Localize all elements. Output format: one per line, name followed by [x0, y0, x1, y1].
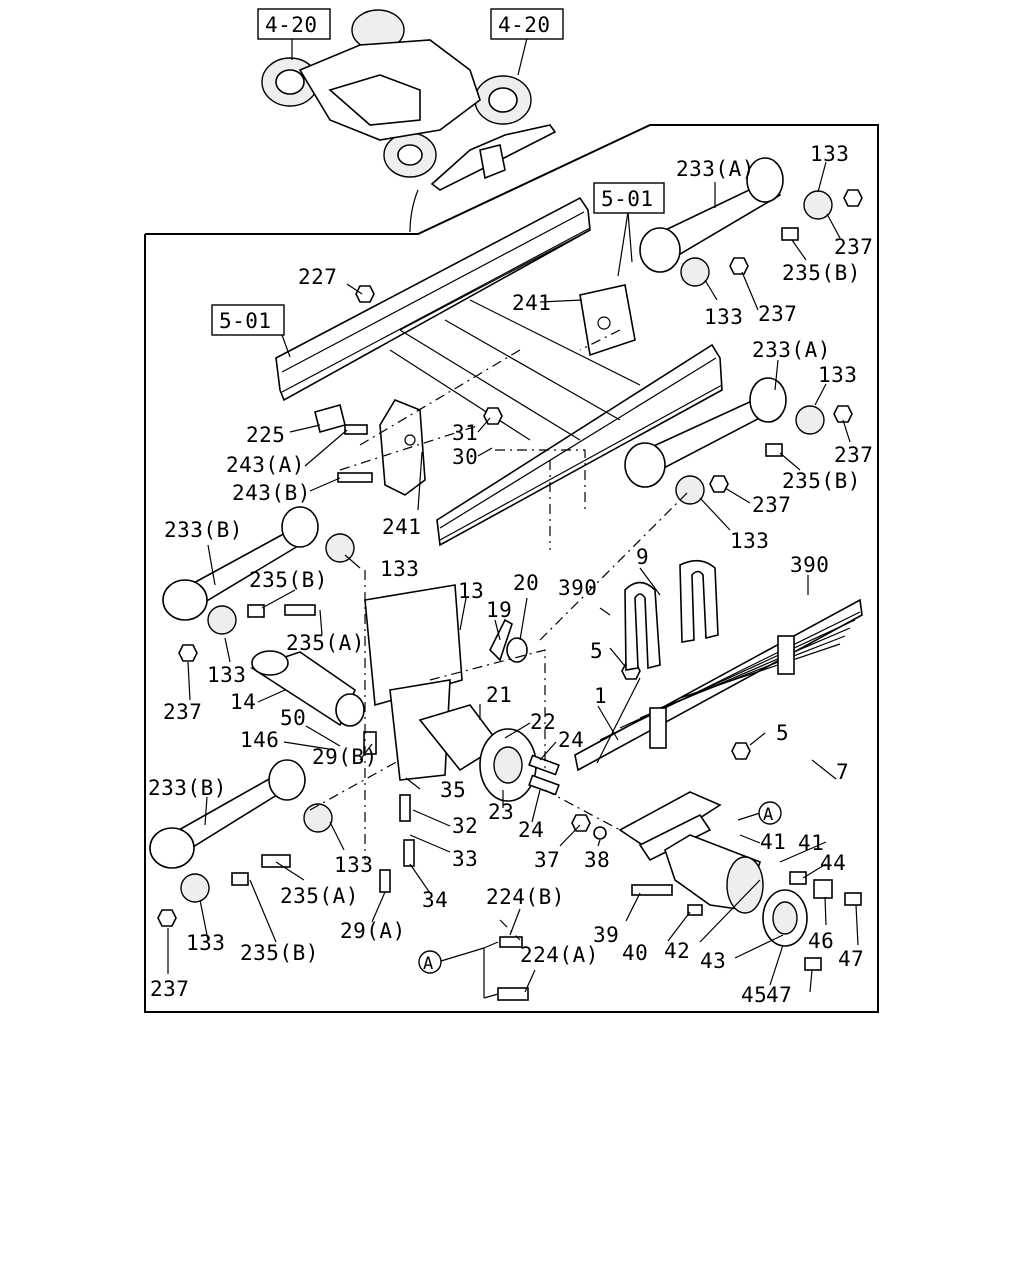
connector-marker-a-main: A	[418, 950, 442, 974]
axle-assembly-overview	[261, 9, 557, 233]
leader-lines	[167, 37, 859, 999]
callout-133: 133	[334, 853, 373, 877]
diagram-frame	[144, 124, 879, 1013]
callout-235a: 235(A)	[286, 631, 365, 655]
callout-33: 33	[452, 847, 478, 871]
callout-233a: 233(A)	[752, 338, 831, 362]
callout-133: 133	[207, 663, 246, 687]
callout-32: 32	[452, 814, 478, 838]
callout-24: 24	[518, 818, 544, 842]
callout-44: 44	[820, 851, 846, 875]
callout-133: 133	[818, 363, 857, 387]
callout-47: 47	[838, 947, 864, 971]
connector-marker-a-detail: A	[758, 801, 782, 825]
callout-43: 43	[700, 949, 726, 973]
callout-390: 390	[558, 576, 597, 600]
callout-41: 41	[760, 830, 786, 854]
callout-133: 133	[380, 557, 419, 581]
callout-237: 237	[834, 443, 873, 467]
callout-20: 20	[513, 571, 539, 595]
callout-23: 23	[488, 800, 514, 824]
callout-233b: 233(B)	[164, 518, 243, 542]
callout-237: 237	[163, 700, 202, 724]
callout-5: 5	[590, 639, 603, 663]
callout-241: 241	[512, 291, 551, 315]
callout-146: 146	[240, 728, 279, 752]
callout-133: 133	[704, 305, 743, 329]
marker-label: A	[763, 805, 774, 825]
callout-5: 5	[776, 721, 789, 745]
callout-237: 237	[834, 235, 873, 259]
callout-7: 7	[836, 760, 849, 784]
part-callouts: 233(A) 133 237 235(B) 133 237 233(A) 133…	[148, 142, 873, 1007]
callout-235b: 235(B)	[240, 941, 319, 965]
leaf-spring-and-u-bolts	[574, 559, 863, 772]
callout-14: 14	[230, 690, 256, 714]
callout-237: 237	[752, 493, 791, 517]
ref-label: 4-20	[265, 13, 318, 37]
callout-9: 9	[636, 545, 649, 569]
callout-19: 19	[486, 598, 512, 622]
callout-227: 227	[298, 265, 337, 289]
callout-34: 34	[422, 888, 448, 912]
marker-label: A	[423, 954, 434, 974]
callout-40: 40	[622, 941, 648, 965]
callout-30: 30	[452, 445, 478, 469]
reference-box-4-20-left[interactable]: 4-20	[257, 8, 331, 40]
callout-45: 45	[741, 983, 767, 1007]
callout-29a: 29(A)	[340, 919, 406, 943]
callout-46: 46	[808, 929, 834, 953]
ref-label: 4-20	[498, 13, 551, 37]
callout-42: 42	[664, 939, 690, 963]
callout-47: 47	[766, 983, 792, 1007]
callout-21: 21	[486, 683, 512, 707]
reference-box-4-20-right[interactable]: 4-20	[490, 8, 564, 40]
callout-1: 1	[594, 684, 607, 708]
callout-235b: 235(B)	[782, 261, 861, 285]
callout-37: 37	[534, 848, 560, 872]
ref-label: 5-01	[601, 187, 654, 211]
callout-22: 22	[530, 710, 556, 734]
callout-225: 225	[246, 423, 285, 447]
reference-box-5-01-left[interactable]: 5-01	[211, 304, 285, 336]
callout-237: 237	[758, 302, 797, 326]
callout-13: 13	[458, 579, 484, 603]
callout-243a: 243(A)	[226, 453, 305, 477]
equalizer-assembly	[618, 791, 808, 947]
frame-rails	[275, 196, 723, 547]
callout-233a: 233(A)	[676, 157, 755, 181]
alignment-lines	[309, 329, 691, 941]
callout-241: 241	[382, 515, 421, 539]
ref-label: 5-01	[219, 309, 272, 333]
cross-shaft-and-hub	[250, 618, 560, 802]
callout-224b: 224(B)	[486, 885, 565, 909]
callout-29b: 29(B)	[312, 745, 378, 769]
callout-31: 31	[452, 421, 478, 445]
torque-rods	[149, 157, 833, 903]
callout-243b: 243(B)	[232, 481, 311, 505]
callout-233b: 233(B)	[148, 776, 227, 800]
callout-133: 133	[810, 142, 849, 166]
callout-38: 38	[584, 848, 610, 872]
callout-235b: 235(B)	[782, 469, 861, 493]
callout-41: 41	[798, 831, 824, 855]
mounting-brackets	[314, 284, 636, 781]
callout-390: 390	[790, 553, 829, 577]
callout-133: 133	[730, 529, 769, 553]
callout-35: 35	[440, 778, 466, 802]
reference-box-5-01-top[interactable]: 5-01	[593, 182, 665, 214]
callout-133: 133	[186, 931, 225, 955]
callout-237: 237	[150, 977, 189, 1001]
callout-235a: 235(A)	[280, 884, 359, 908]
callout-39: 39	[593, 923, 619, 947]
callout-224a: 224(A)	[520, 943, 599, 967]
callout-235b: 235(B)	[249, 568, 328, 592]
callout-24: 24	[558, 728, 584, 752]
fasteners	[157, 189, 863, 1001]
callout-50: 50	[280, 706, 306, 730]
